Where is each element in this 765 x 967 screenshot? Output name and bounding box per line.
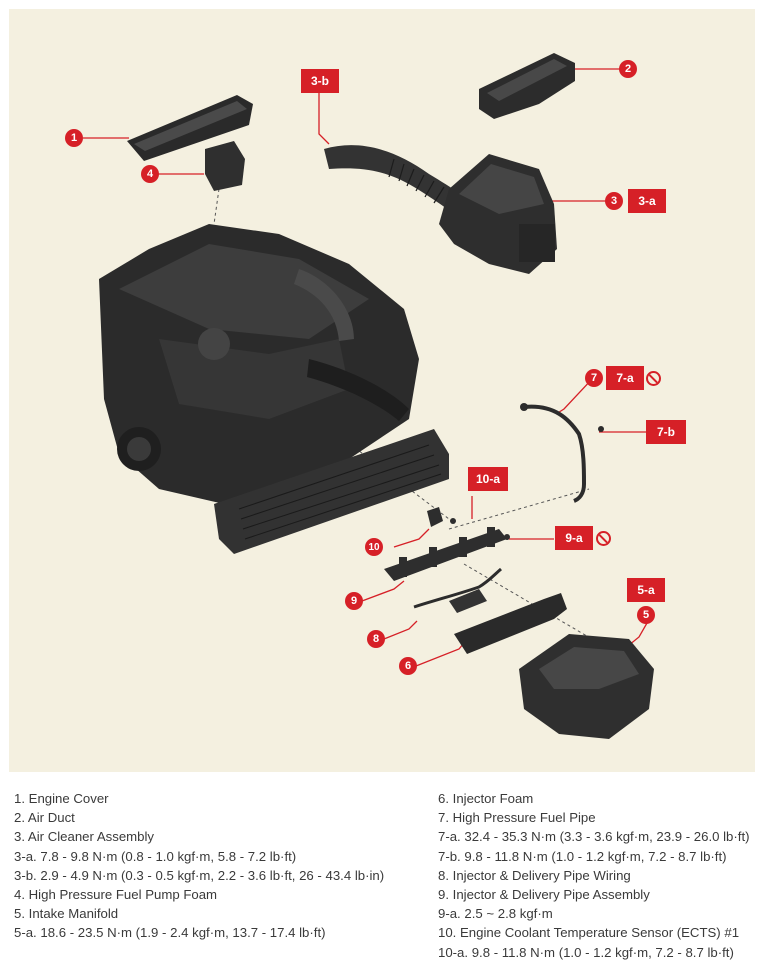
prohibition-icon [646, 371, 661, 386]
callout-8: 8 [367, 630, 385, 648]
injector-wiring-part [413, 567, 502, 609]
intercooler-part [214, 429, 449, 554]
intake-hose-part [324, 145, 479, 224]
legend-item: 10. Engine Coolant Temperature Sensor (E… [438, 925, 740, 941]
injectors [399, 527, 495, 577]
diagram-canvas [83, 53, 654, 739]
callout-4: 4 [141, 165, 159, 183]
callout-10: 10 [365, 538, 383, 556]
injector-delivery-pipe-part [384, 529, 507, 581]
callout-2: 2 [619, 60, 637, 78]
callout-6: 6 [399, 657, 417, 675]
callout-7: 7 [585, 369, 603, 387]
legend-item: 7. High Pressure Fuel Pipe [438, 810, 596, 826]
engine-block-part [99, 224, 419, 504]
tag-7-a: 7-a [606, 366, 644, 390]
legend-item: 8. Injector & Delivery Pipe Wiring [438, 867, 631, 883]
tag-3-a: 3-a [628, 189, 666, 213]
legend-item: 3-a. 7.8 - 9.8 N·m (0.8 - 1.0 kgf·m, 5.8… [14, 848, 297, 864]
legend-item: 9-a. 2.5 ~ 2.8 kgf·m [438, 906, 553, 922]
prohibition-icon [596, 531, 611, 546]
legend-left-column: 1. Engine Cover 2. Air Duct 3. Air Clean… [14, 789, 424, 943]
ects-sensor-part [427, 507, 443, 527]
callout-5: 5 [637, 606, 655, 624]
tag-3-b: 3-b [301, 69, 339, 93]
tag-7-b: 7-b [646, 420, 686, 444]
legend-item: 4. High Pressure Fuel Pump Foam [14, 887, 218, 903]
high-pressure-fuel-pipe-part [523, 404, 587, 503]
legend-item: 3. Air Cleaner Assembly [14, 829, 154, 845]
callout-9: 9 [345, 592, 363, 610]
legend-item: 7-b. 9.8 - 11.8 N·m (1.0 - 1.2 kgf·m, 7.… [438, 848, 727, 864]
injector-foam-part [454, 593, 567, 654]
tag-5-a: 5-a [627, 578, 665, 602]
legend-item: 5-a. 18.6 - 23.5 N·m (1.9 - 2.4 kgf·m, 1… [14, 925, 326, 941]
legend-right-column: 6. Injector Foam 7. High Pressure Fuel P… [438, 789, 763, 962]
callout-3: 3 [605, 192, 623, 210]
tag-10-a: 10-a [468, 467, 508, 491]
legend-item: 9. Injector & Delivery Pipe Assembly [438, 887, 650, 903]
legend-item: 5. Intake Manifold [14, 906, 119, 922]
legend-item: 1. Engine Cover [14, 791, 109, 806]
tag-9-a: 9-a [555, 526, 593, 550]
exploded-engine-diagram: 1 4 2 3 7 10 9 8 6 5 3-b 3-a 7-a 7-b 10-… [9, 9, 755, 772]
intercooler-fins [238, 444, 442, 540]
legend-item: 10-a. 9.8 - 11.8 N·m (1.0 - 1.2 kgf·m, 7… [438, 944, 734, 960]
legend-item: 6. Injector Foam [438, 791, 534, 806]
hose-ribs [388, 158, 445, 204]
callout-1: 1 [65, 129, 83, 147]
legend-item: 3-b. 2.9 - 4.9 N·m (0.3 - 0.5 kgf·m, 2.2… [14, 867, 385, 883]
legend-item: 7-a. 32.4 - 35.3 N·m (3.3 - 3.6 kgf·m, 2… [438, 829, 750, 845]
fuel-pump-foam-part [205, 141, 245, 191]
legend-item: 2. Air Duct [14, 810, 75, 826]
